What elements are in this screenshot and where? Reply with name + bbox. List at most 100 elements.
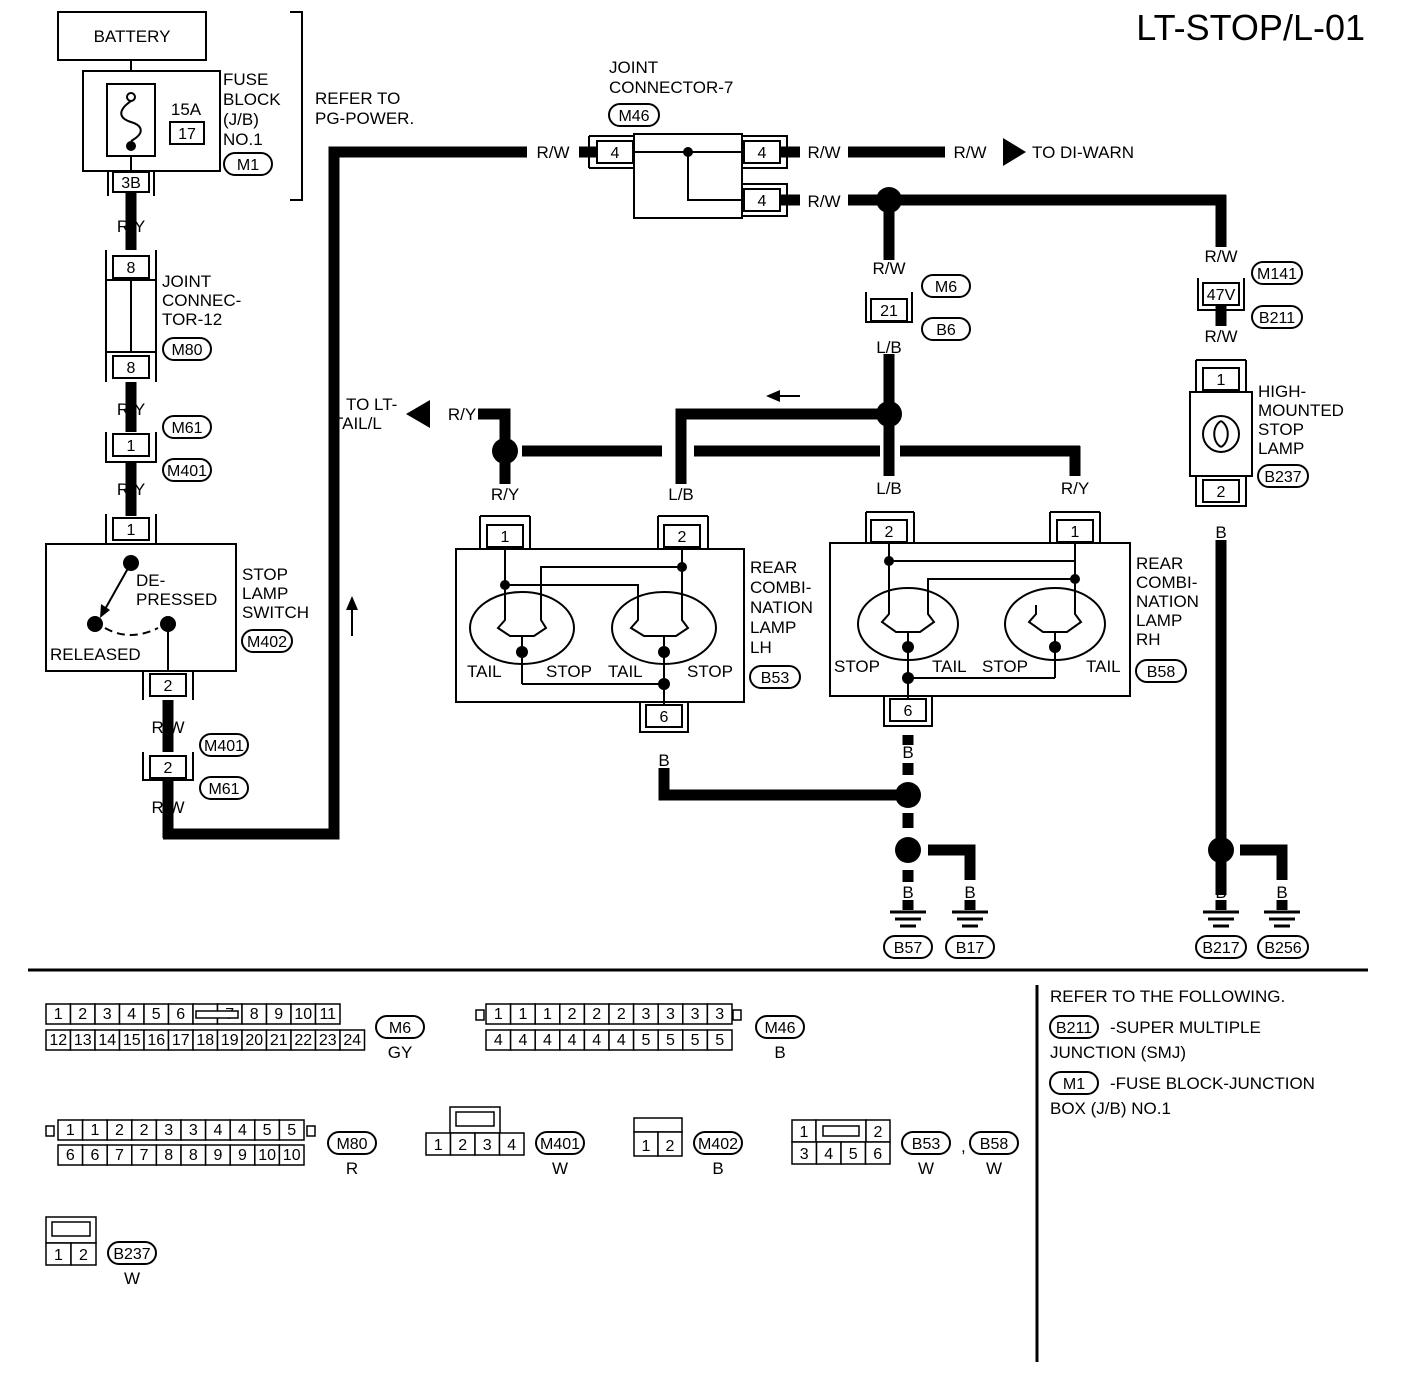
svg-text:COMBI-: COMBI- bbox=[1136, 573, 1197, 592]
svg-text:2: 2 bbox=[164, 678, 173, 695]
svg-text:TAIL: TAIL bbox=[1086, 657, 1121, 676]
svg-text:B: B bbox=[902, 743, 913, 762]
svg-text:BATTERY: BATTERY bbox=[94, 27, 171, 46]
m6-pin: 12 bbox=[49, 1032, 67, 1049]
svg-text:BOX (J/B) NO.1: BOX (J/B) NO.1 bbox=[1050, 1099, 1171, 1118]
svg-text:STOP: STOP bbox=[546, 662, 592, 681]
svg-text:CONNECTOR-7: CONNECTOR-7 bbox=[609, 78, 733, 97]
m80-pin: 2 bbox=[115, 1122, 124, 1139]
m46-pin: 5 bbox=[641, 1032, 650, 1049]
m6-color: GY bbox=[388, 1043, 413, 1062]
m80-cell bbox=[278, 1144, 305, 1166]
svg-text:B: B bbox=[964, 883, 975, 902]
fuse-block: 15A 17 3B bbox=[82, 70, 221, 196]
m46-pin: 1 bbox=[494, 1006, 503, 1023]
wire-color-rw-2: R/W bbox=[151, 798, 184, 817]
svg-text:RELEASED: RELEASED bbox=[50, 645, 141, 664]
svg-text:B6: B6 bbox=[936, 322, 956, 339]
svg-text:FUSE: FUSE bbox=[223, 70, 268, 89]
m46-pin: 2 bbox=[617, 1006, 626, 1023]
m80-pin: 3 bbox=[189, 1122, 198, 1139]
svg-text:CONNEC-: CONNEC- bbox=[162, 291, 241, 310]
rear-combination-lamp-rh: L/B R/Y 2 1 STOP TAIL STOP TAIL 6 B REAR bbox=[829, 479, 1199, 762]
m401-color: W bbox=[552, 1159, 568, 1178]
svg-text:PG-POWER.: PG-POWER. bbox=[315, 109, 414, 128]
svg-text:TO LT-: TO LT- bbox=[346, 395, 397, 414]
wire-color-rw-1: R/W bbox=[151, 718, 184, 737]
m402-pin: 1 bbox=[642, 1138, 651, 1155]
high-mounted-stop-lamp: R/W 47V M141 B211 R/W 1 2 B HIGH- MOUNTE… bbox=[1189, 247, 1344, 542]
svg-text:1: 1 bbox=[1217, 372, 1226, 389]
svg-text:REFER TO THE FOLLOWING.: REFER TO THE FOLLOWING. bbox=[1050, 987, 1285, 1006]
b53-pin: 5 bbox=[849, 1146, 858, 1163]
m46-pin: 1 bbox=[543, 1006, 552, 1023]
svg-text:R/Y: R/Y bbox=[448, 405, 476, 424]
b237-cell bbox=[70, 1242, 97, 1266]
m80-pin: 5 bbox=[287, 1122, 296, 1139]
svg-text:4: 4 bbox=[758, 193, 767, 210]
connector-faces: 123456789101112131415161718192021222324M… bbox=[45, 1003, 1019, 1288]
flow-arrows bbox=[346, 390, 800, 636]
svg-text:2: 2 bbox=[1217, 484, 1226, 501]
svg-text:M6: M6 bbox=[935, 279, 957, 296]
to-di-warn: TO DI-WARN bbox=[1032, 143, 1134, 162]
b58-color: W bbox=[986, 1159, 1002, 1178]
svg-text:2: 2 bbox=[874, 1124, 883, 1141]
svg-text:2: 2 bbox=[885, 524, 894, 541]
m6-badge bbox=[375, 1015, 425, 1039]
m6-pin: 2 bbox=[78, 1006, 87, 1023]
m6-pin: 14 bbox=[98, 1032, 116, 1049]
m46-pin: 1 bbox=[518, 1006, 527, 1023]
svg-text:B: B bbox=[1215, 523, 1226, 542]
b237-badge bbox=[107, 1241, 157, 1265]
m46-badge bbox=[755, 1015, 805, 1039]
m6-pin: 3 bbox=[103, 1006, 112, 1023]
m80-pin: 6 bbox=[90, 1147, 99, 1164]
svg-text:PRESSED: PRESSED bbox=[136, 590, 217, 609]
svg-text:B57: B57 bbox=[894, 940, 923, 957]
svg-text:M1: M1 bbox=[237, 157, 259, 174]
svg-text:-FUSE BLOCK-JUNCTION: -FUSE BLOCK-JUNCTION bbox=[1110, 1074, 1315, 1093]
svg-text:15A: 15A bbox=[171, 100, 202, 119]
m80-name: M80 bbox=[336, 1136, 367, 1153]
wires bbox=[125, 138, 1288, 908]
svg-text:L/B: L/B bbox=[668, 485, 694, 504]
svg-text:8: 8 bbox=[127, 360, 136, 377]
svg-text:MOUNTED: MOUNTED bbox=[1258, 401, 1344, 420]
svg-text:B: B bbox=[1215, 883, 1226, 902]
b53-b58-separator: , bbox=[961, 1137, 966, 1156]
svg-text:B217: B217 bbox=[1202, 940, 1239, 957]
m6-pin: 22 bbox=[294, 1032, 312, 1049]
m46-pin: 3 bbox=[715, 1006, 724, 1023]
m402-name: M402 bbox=[698, 1136, 738, 1153]
m80-pin: 4 bbox=[238, 1122, 247, 1139]
svg-text:HIGH-: HIGH- bbox=[1258, 382, 1306, 401]
svg-text:M80: M80 bbox=[171, 342, 202, 359]
m80-pin: 6 bbox=[66, 1147, 75, 1164]
b53-pin: 3 bbox=[800, 1146, 809, 1163]
svg-text:R/W: R/W bbox=[807, 143, 840, 162]
m80-pin: 10 bbox=[258, 1147, 276, 1164]
svg-text:M61: M61 bbox=[208, 781, 239, 798]
m401-cell bbox=[498, 1132, 525, 1156]
svg-text:4: 4 bbox=[758, 145, 767, 162]
svg-text:JUNCTION (SMJ): JUNCTION (SMJ) bbox=[1050, 1043, 1186, 1062]
m80-badge bbox=[327, 1131, 377, 1155]
svg-text:M401: M401 bbox=[204, 738, 244, 755]
svg-text:B58: B58 bbox=[1147, 664, 1176, 681]
svg-text:17: 17 bbox=[178, 126, 196, 143]
m80-pin: 7 bbox=[140, 1147, 149, 1164]
svg-text:R/W: R/W bbox=[807, 192, 840, 211]
m80-cell bbox=[278, 1119, 305, 1141]
svg-text:B17: B17 bbox=[956, 940, 985, 957]
m401-pin: 3 bbox=[483, 1137, 492, 1154]
b58-name: B58 bbox=[980, 1136, 1009, 1153]
m46-pin: 4 bbox=[592, 1032, 601, 1049]
svg-text:R/W: R/W bbox=[536, 143, 569, 162]
m80-pin: 4 bbox=[213, 1122, 222, 1139]
connector-m6-b6: R/W 21 M6 B6 L/B bbox=[865, 259, 971, 357]
b53-badge bbox=[901, 1131, 951, 1155]
m46-pin: 3 bbox=[641, 1006, 650, 1023]
svg-text:8: 8 bbox=[127, 260, 136, 277]
svg-text:M1: M1 bbox=[1063, 1076, 1085, 1093]
